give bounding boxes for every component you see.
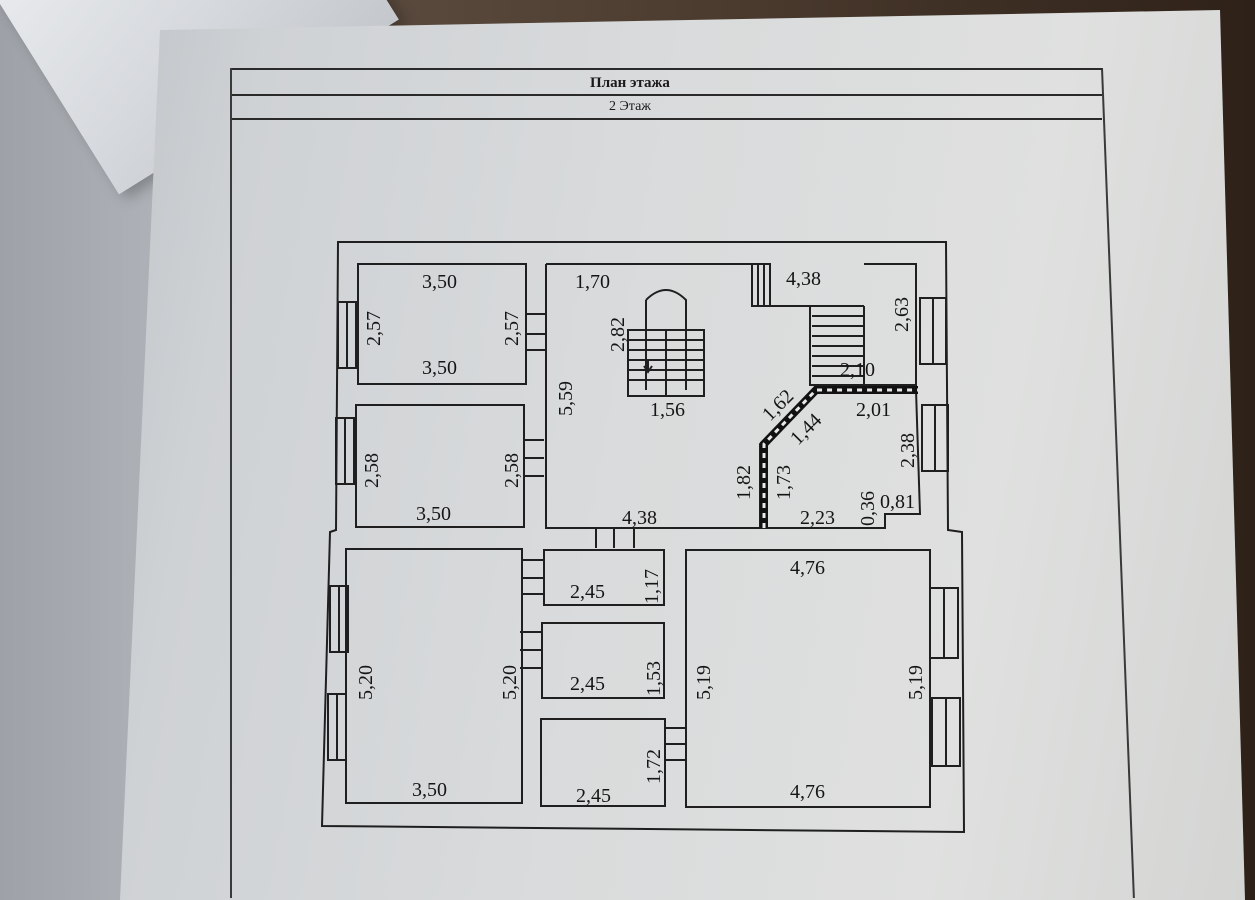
stair-arrow <box>643 360 653 374</box>
dim-niche-h: 0,36 <box>857 491 879 526</box>
dim-hall-left: 5,59 <box>555 381 577 416</box>
dim-bath-right: 2,38 <box>897 433 919 468</box>
dim-r1-bottom: 3,50 <box>422 357 457 379</box>
stair-upper-treads <box>752 263 865 385</box>
dim-niche-w: 0,81 <box>880 491 915 513</box>
dim-s3-w: 2,45 <box>576 785 611 807</box>
dim-bath-top: 2,01 <box>856 399 891 421</box>
stair-treads <box>628 330 704 396</box>
frame-left-border <box>230 68 232 898</box>
dim-hall-top: 1,70 <box>575 271 610 293</box>
dim-s2-h: 1,53 <box>643 661 665 696</box>
paper-sheet <box>120 10 1245 900</box>
dim-wall-b: 1,73 <box>773 465 795 500</box>
plan-title: План этажа <box>590 75 670 91</box>
dim-r2-left: 2,58 <box>361 453 383 488</box>
dim-s3-h: 1,72 <box>643 749 665 784</box>
stair-arch <box>645 289 687 390</box>
room-hall <box>545 263 917 529</box>
dim-bl-left: 5,20 <box>355 665 377 700</box>
dim-stair-h: 2,82 <box>607 317 629 352</box>
dim-r1-right: 2,57 <box>501 311 523 346</box>
windows <box>327 297 961 767</box>
dim-r2-right: 2,58 <box>501 453 523 488</box>
dim-tr-right: 2,63 <box>891 297 913 332</box>
dim-s2-w: 2,45 <box>570 673 605 695</box>
dim-br-left: 5,19 <box>693 665 715 700</box>
dim-tr-mid: 2,10 <box>840 359 875 381</box>
dim-hall-bottom: 4,38 <box>622 507 657 529</box>
dim-bl-bottom: 3,50 <box>412 779 447 801</box>
room-top-left <box>357 263 527 385</box>
dim-s1-h: 1,17 <box>641 569 663 604</box>
dim-br-bottom: 4,76 <box>790 781 825 803</box>
dim-br-top: 4,76 <box>790 557 825 579</box>
floor-label: 2 Этаж <box>609 99 651 114</box>
room-small-2 <box>541 622 665 699</box>
dim-s1-w: 2,45 <box>570 581 605 603</box>
dim-bl-right: 5,20 <box>499 665 521 700</box>
dim-r2-bottom: 3,50 <box>416 503 451 525</box>
doors <box>520 313 686 761</box>
header-frame <box>232 68 1102 120</box>
dim-wall-a: 1,82 <box>733 465 755 500</box>
dim-tr-top: 4,38 <box>786 268 821 290</box>
room-small-3 <box>540 718 666 807</box>
dim-r1-left: 2,57 <box>363 311 385 346</box>
dim-br-right: 5,19 <box>905 665 927 700</box>
room-mid-left <box>355 404 525 528</box>
dim-stair-w: 1,56 <box>650 399 685 421</box>
dim-bath-bottom: 2,23 <box>800 507 835 529</box>
room-bottom-left <box>345 548 523 804</box>
room-bottom-right <box>685 549 931 808</box>
dim-r1-top: 3,50 <box>422 271 457 293</box>
